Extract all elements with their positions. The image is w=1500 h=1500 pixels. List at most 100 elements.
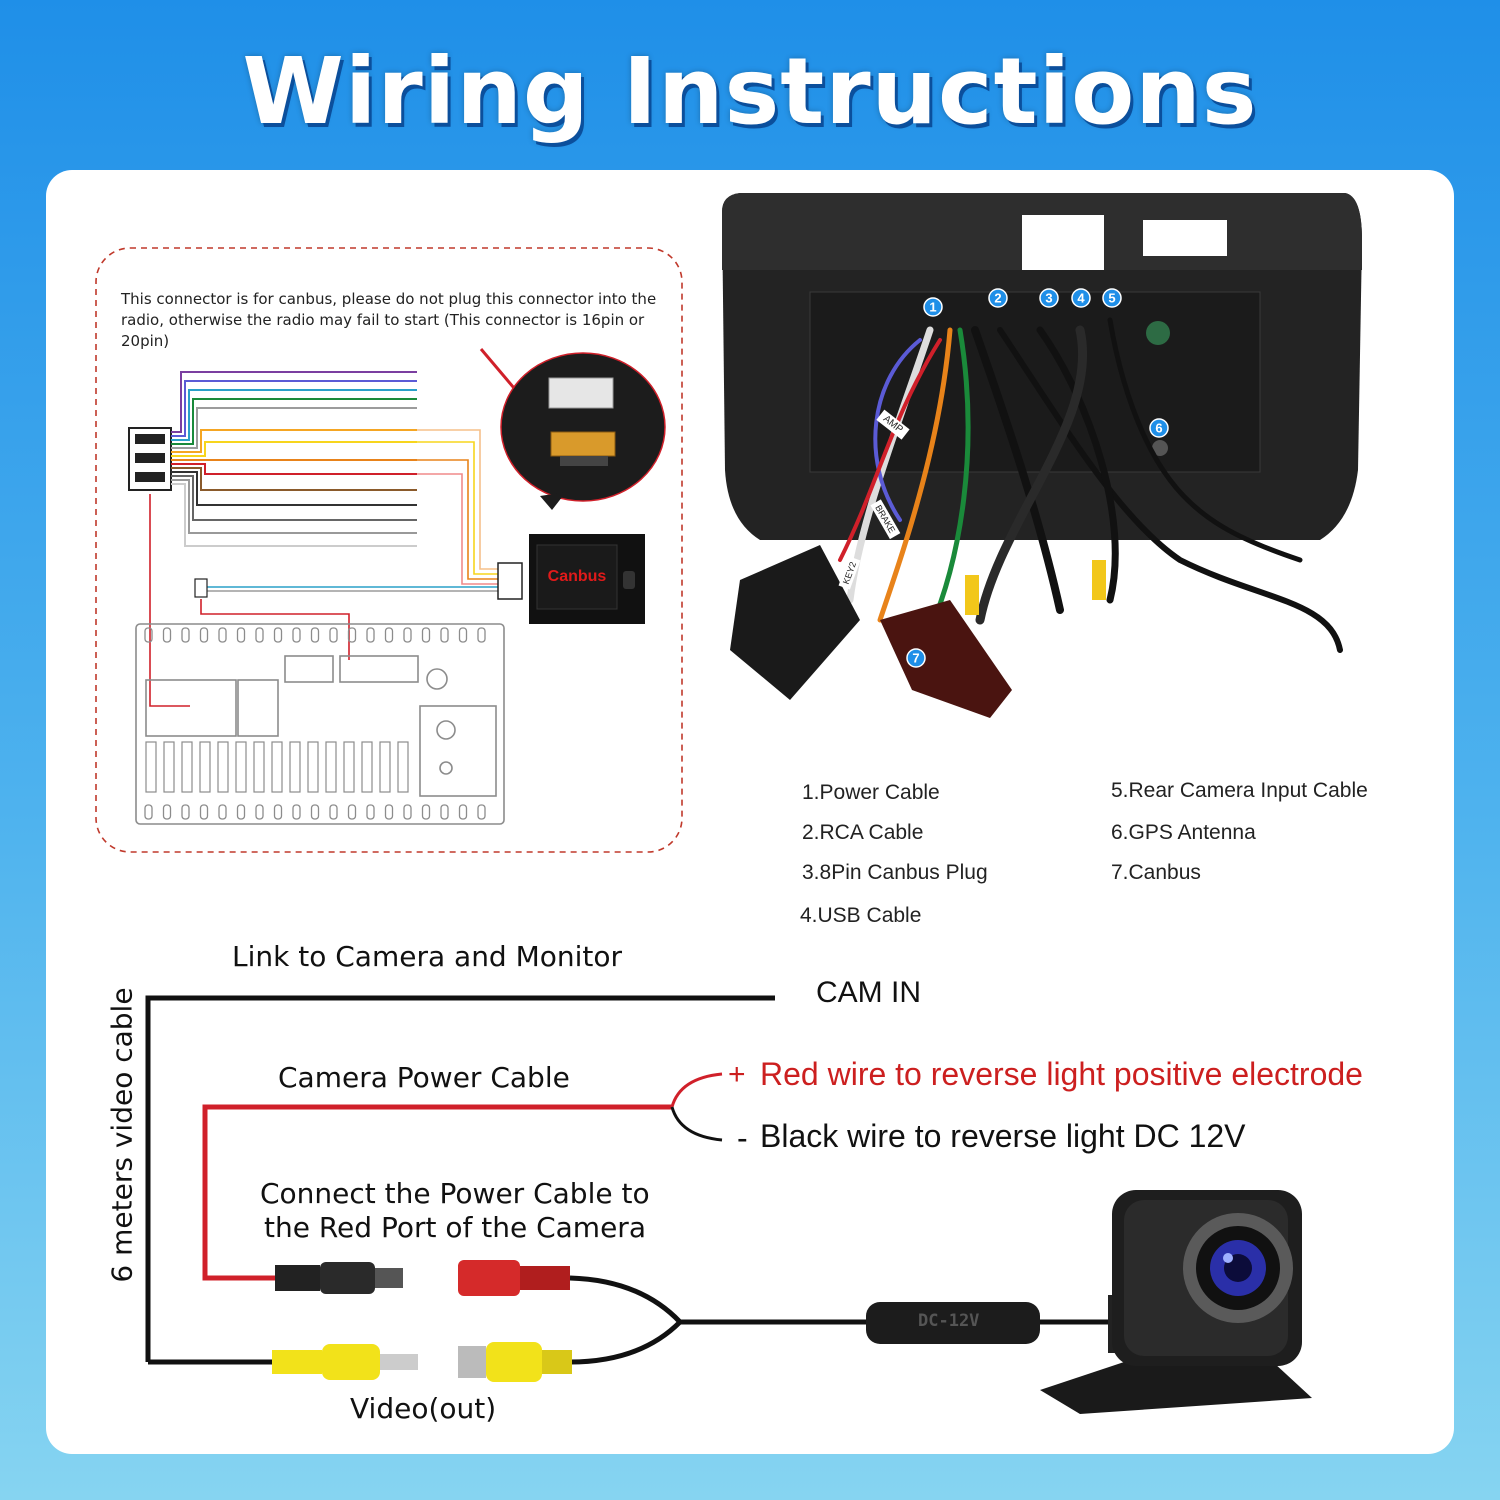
cam-in-label: CAM IN: [816, 976, 921, 1009]
canbus-plug-wires: [205, 429, 498, 592]
panel-hole: [255, 627, 264, 643]
canbus-box-photo: [880, 600, 1012, 718]
panel-vent: [379, 741, 391, 793]
dc-female-connector: [458, 1260, 570, 1296]
panel-vents: [145, 741, 409, 793]
badge-3: 3: [1039, 288, 1059, 308]
badge-6: 6: [1149, 418, 1169, 438]
panel-hole: [162, 804, 172, 820]
panel-hole: [329, 804, 338, 820]
badge-number: 2: [994, 291, 1001, 306]
legend-item-5: 5.Rear Camera Input Cable: [1111, 779, 1368, 802]
panel-vent: [145, 741, 157, 793]
panel-vent: [199, 741, 211, 793]
canbus-plug: [497, 562, 523, 600]
legend-item-3: 3.8Pin Canbus Plug: [802, 861, 988, 884]
panel-hole: [366, 627, 375, 643]
panel-hole: [384, 804, 394, 820]
panel-vent: [181, 741, 193, 793]
panel-hole: [347, 804, 357, 820]
harness-wires: [171, 371, 417, 547]
panel-vent: [289, 741, 301, 793]
legend-item-7: 7.Canbus: [1111, 861, 1201, 884]
panel-vent: [307, 741, 319, 793]
panel-hole: [366, 804, 375, 820]
panel-hole: [162, 627, 172, 643]
panel-hole: [310, 804, 320, 820]
connect-note-line1: Connect the Power Cable to: [260, 1177, 650, 1210]
panel-hole: [292, 804, 301, 820]
red-sign: +: [728, 1058, 746, 1091]
rca-male-connector: [272, 1344, 418, 1380]
cable-length-label: 6 meters video cable: [105, 987, 139, 1283]
panel-hole: [273, 804, 283, 820]
legend-item-1: 1.Power Cable: [802, 781, 940, 804]
badge-number: 3: [1045, 291, 1052, 306]
panel-hole: [218, 804, 227, 820]
panel-hole: [292, 627, 301, 643]
panel-vent: [325, 741, 337, 793]
panel-hole: [329, 627, 338, 643]
panel-hole: [421, 627, 431, 643]
canbus-warning-note: This connector is for canbus, please do …: [121, 290, 657, 350]
power-cable-label: Camera Power Cable: [278, 1061, 570, 1094]
badge-number: 5: [1108, 291, 1115, 306]
badge-1: 1: [923, 297, 943, 317]
panel-vent: [253, 741, 265, 793]
panel-hole: [255, 804, 264, 820]
panel-vent: [235, 741, 247, 793]
black-sign: -: [737, 1120, 748, 1156]
panel-hole: [199, 627, 209, 643]
power-cable-line: [202, 1104, 672, 1281]
rca-yellow-plugs: [965, 560, 1106, 615]
badge-number: 4: [1077, 291, 1085, 306]
panel-hole: [310, 627, 320, 643]
black-wire-label: Black wire to reverse light DC 12V: [760, 1118, 1246, 1154]
panel-hole: [440, 627, 449, 643]
red-leader-lines: [149, 494, 350, 707]
panel-hole: [218, 627, 227, 643]
panel-hole: [273, 627, 283, 643]
panel-hole: [181, 804, 190, 820]
panel-hole: [236, 627, 246, 643]
panel-vent: [361, 741, 373, 793]
connector-zoom-bubble: [500, 352, 666, 510]
dc-inline-box: [866, 1302, 1040, 1344]
badge-2: 2: [988, 288, 1008, 308]
red-wire-label: Red wire to reverse light positive elect…: [760, 1056, 1363, 1092]
panel-vent: [397, 741, 409, 793]
connect-note-line2: the Red Port of the Camera: [264, 1211, 646, 1244]
panel-vent: [271, 741, 283, 793]
panel-vent: [163, 741, 175, 793]
panel-hole: [477, 627, 486, 643]
badge-number: 1: [929, 300, 936, 315]
badge-4: 4: [1071, 288, 1091, 308]
legend-item-6: 6.GPS Antenna: [1111, 821, 1256, 844]
legend-item-2: 2.RCA Cable: [802, 821, 924, 844]
panel-vent: [343, 741, 355, 793]
iso-plug: [730, 545, 860, 700]
page-title: Wiring Instructions: [242, 38, 1258, 145]
canbus-module-label: Canbus: [547, 568, 607, 585]
panel-vent: [217, 741, 229, 793]
panel-hole: [403, 627, 412, 643]
panel-holes-top: [144, 627, 486, 643]
rca-female-connector: [458, 1342, 572, 1382]
panel-hole: [458, 804, 468, 820]
radio-unit-photo: [722, 193, 1362, 540]
panel-hole: [181, 627, 190, 643]
panel-hole: [144, 627, 153, 643]
video-out-label: Video(out): [350, 1392, 497, 1425]
dc-12v-label: DC-12V: [918, 1311, 980, 1331]
panel-hole: [384, 627, 394, 643]
panel-hole: [403, 804, 412, 820]
panel-hole: [199, 804, 209, 820]
badge-5: 5: [1102, 288, 1122, 308]
panel-hole: [477, 804, 486, 820]
camera-wiring: [145, 995, 1110, 1365]
panel-hole: [347, 627, 357, 643]
video-cable-line: [145, 995, 775, 1362]
dc-male-connector: [275, 1262, 403, 1294]
